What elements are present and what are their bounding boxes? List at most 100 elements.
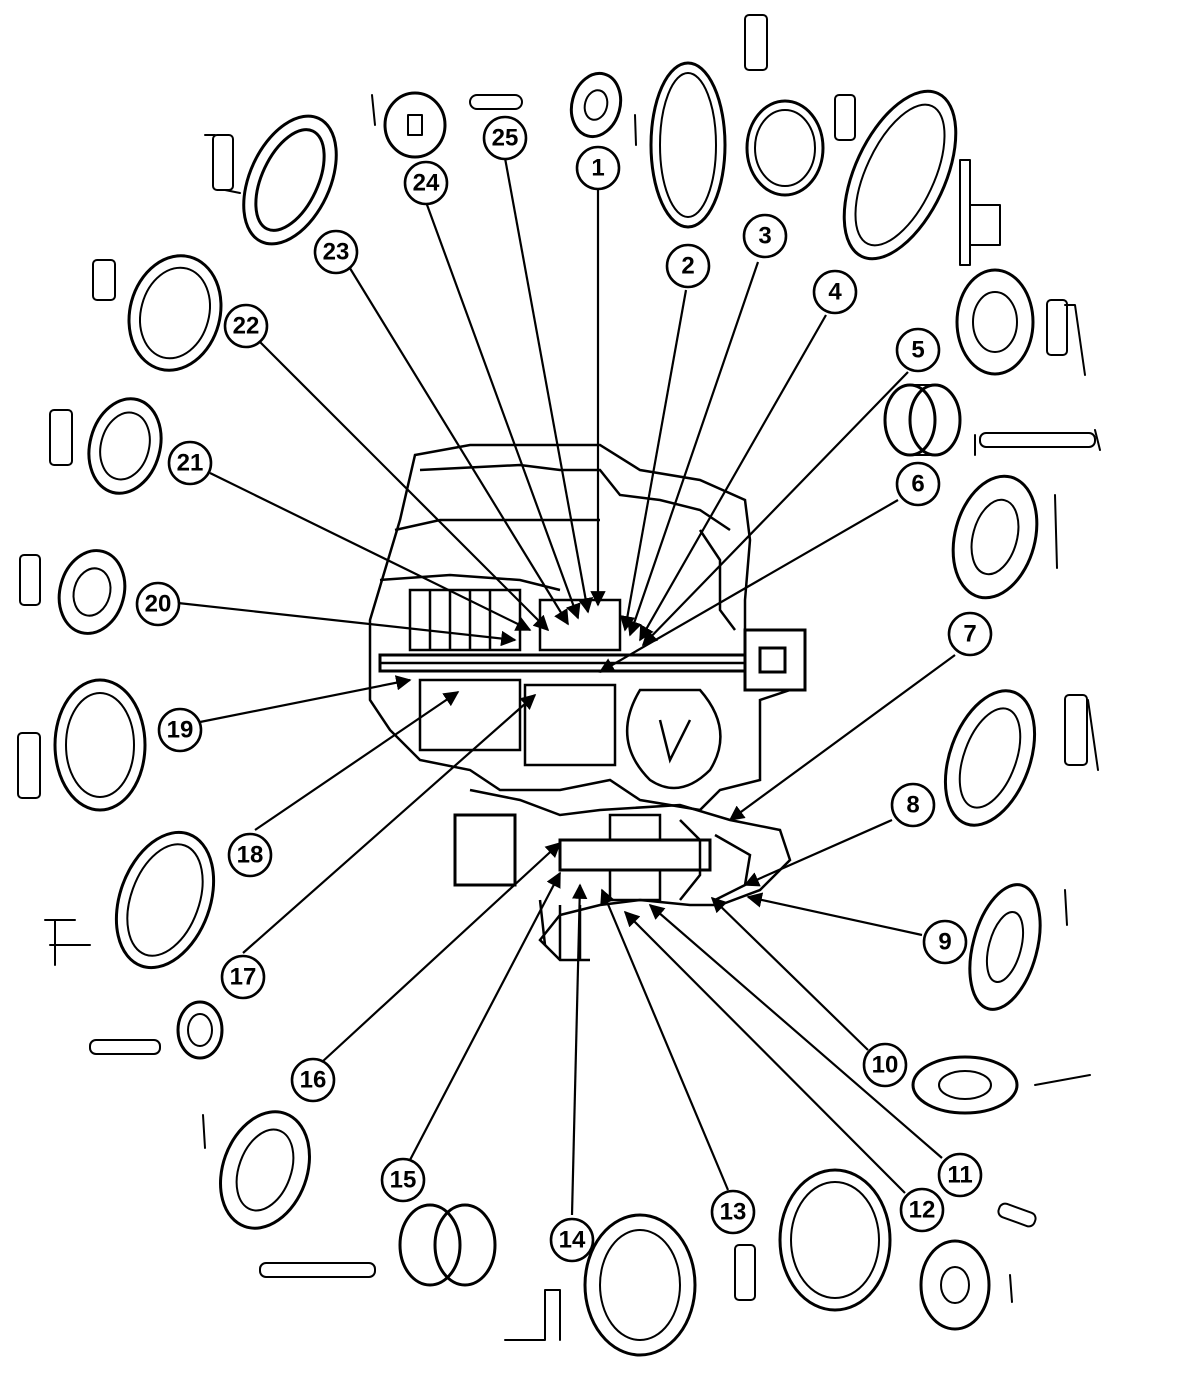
- bearing-left-lower: [89, 1000, 224, 1060]
- callout-label-23: 23: [323, 239, 350, 266]
- callout-7: 7: [947, 611, 993, 657]
- washer-left-21: [49, 397, 163, 495]
- leader-2: [619, 289, 688, 632]
- callout-label-3: 3: [758, 223, 771, 250]
- leader-6: [598, 499, 899, 673]
- leader-11: [648, 903, 943, 1159]
- leader-9: [746, 892, 923, 937]
- ring-left-19: [53, 678, 147, 812]
- callout-18: 18: [227, 832, 273, 878]
- snap-ring-clip-bottom-2: [504, 1289, 561, 1341]
- callout-21: 21: [167, 440, 213, 486]
- callout-label-9: 9: [938, 929, 951, 956]
- callout-8: 8: [890, 782, 936, 828]
- dished-seal: [911, 1055, 1091, 1115]
- needle-bearing-bottom: [398, 1203, 497, 1287]
- callout-19: 19: [157, 707, 203, 753]
- callout-label-24: 24: [413, 170, 440, 197]
- callout-label-15: 15: [390, 1167, 417, 1194]
- washer-small-top: [569, 71, 637, 146]
- leader-14: [570, 883, 588, 1216]
- snap-ring-clip-2: [834, 94, 856, 141]
- callout-label-4: 4: [828, 279, 842, 306]
- callout-label-7: 7: [963, 621, 976, 648]
- callout-1: 1: [575, 145, 621, 191]
- tee-bracket: [44, 919, 91, 966]
- transaxle-assembly: [368, 443, 807, 962]
- leader-8: [743, 818, 893, 887]
- leader-10: [710, 896, 869, 1051]
- snap-ring-clip-3: [1046, 299, 1086, 376]
- callout-label-1: 1: [591, 155, 604, 182]
- callout-label-6: 6: [911, 471, 924, 498]
- callout-22: 22: [223, 303, 269, 349]
- callout-5: 5: [895, 327, 941, 373]
- leader-22: [257, 339, 550, 632]
- splined-washer: [955, 268, 1035, 376]
- ring-left-22: [92, 254, 223, 372]
- callout-10: 10: [862, 1042, 908, 1088]
- leader-lines: [177, 157, 956, 1216]
- leader-23: [347, 264, 569, 626]
- bearing-race-right: [943, 689, 1037, 827]
- callout-label-12: 12: [909, 1197, 936, 1224]
- callout-label-10: 10: [872, 1052, 899, 1079]
- leader-18: [254, 691, 460, 831]
- callout-16: 16: [290, 1057, 336, 1103]
- callout-15: 15: [380, 1157, 426, 1203]
- split-collar: [371, 91, 447, 159]
- callout-label-14: 14: [559, 1227, 586, 1254]
- thrust-washer-ring: [242, 114, 338, 246]
- tabbed-ring-left: [114, 830, 216, 970]
- large-ring-bottom: [778, 1168, 892, 1312]
- leader-7: [728, 654, 956, 821]
- pin-right: [974, 429, 1101, 456]
- large-oval-ring: [649, 61, 727, 229]
- callout-13: 13: [710, 1189, 756, 1235]
- callout-label-13: 13: [720, 1199, 747, 1226]
- callout-label-25: 25: [492, 125, 519, 152]
- washer-left-20: [19, 549, 127, 635]
- callout-label-11: 11: [947, 1162, 972, 1189]
- callout-23: 23: [313, 229, 359, 275]
- callout-24: 24: [403, 160, 449, 206]
- callout-3: 3: [742, 213, 788, 259]
- leader-17: [242, 693, 537, 954]
- callout-14: 14: [549, 1217, 595, 1263]
- leader-16: [321, 841, 562, 1063]
- callout-25: 25: [482, 115, 528, 161]
- callout-label-8: 8: [906, 792, 919, 819]
- callout-11: 11: [937, 1152, 983, 1198]
- washer-right-lower: [968, 883, 1068, 1011]
- callout-4: 4: [812, 269, 858, 315]
- callout-label-5: 5: [911, 337, 924, 364]
- snap-ring-clip: [204, 134, 241, 194]
- callout-label-19: 19: [167, 717, 194, 744]
- needle-bearing-right: [883, 383, 962, 457]
- callout-20: 20: [135, 581, 181, 627]
- callout-17: 17: [220, 954, 266, 1000]
- callout-12: 12: [899, 1187, 945, 1233]
- leader-4: [639, 314, 827, 642]
- callout-label-20: 20: [145, 591, 172, 618]
- ring-top-right: [745, 99, 825, 197]
- callout-6: 6: [895, 461, 941, 507]
- leader-15: [409, 871, 561, 1161]
- callout-label-2: 2: [681, 253, 694, 280]
- pin-bottom-right: [997, 1202, 1037, 1228]
- leader-21: [209, 472, 532, 631]
- leader-24: [424, 201, 581, 620]
- washer-bottom-right: [919, 1239, 1013, 1331]
- leader-5: [641, 371, 909, 647]
- pin-bottom-left: [259, 1262, 376, 1278]
- bearing-cup-bottom: [583, 1213, 697, 1357]
- leader-25: [503, 157, 594, 614]
- exploded-parts: [17, 14, 1101, 1357]
- callout-label-17: 17: [230, 964, 257, 991]
- leader-19: [199, 675, 412, 724]
- snap-ring-clip-top: [744, 14, 768, 71]
- thrust-washer-right: [951, 474, 1058, 600]
- leader-12: [623, 910, 906, 1194]
- tabbed-plate: [842, 89, 958, 261]
